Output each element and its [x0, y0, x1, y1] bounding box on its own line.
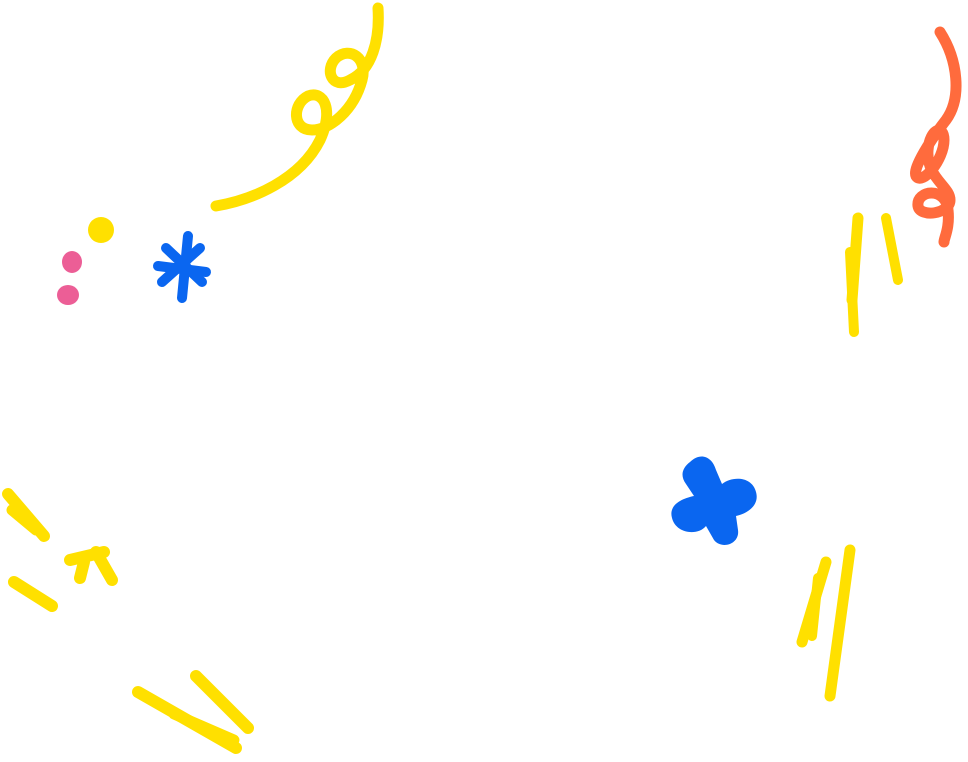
yellow-lines-bottom-right [796, 544, 856, 702]
pink-dot-lower [57, 285, 79, 305]
orange-curl-squiggle [910, 26, 962, 248]
yellow-dashes-left [2, 488, 58, 612]
yellow-arrow-mark [64, 546, 118, 586]
yellow-dot [88, 217, 114, 243]
yellow-curl-squiggle [210, 2, 384, 212]
pink-dot-upper [62, 251, 82, 273]
yellow-dashes-bottom-left [132, 670, 254, 754]
yellow-lines-top-right [845, 212, 903, 337]
blue-asterisk [153, 231, 211, 303]
blue-blob-cross [671, 456, 757, 545]
